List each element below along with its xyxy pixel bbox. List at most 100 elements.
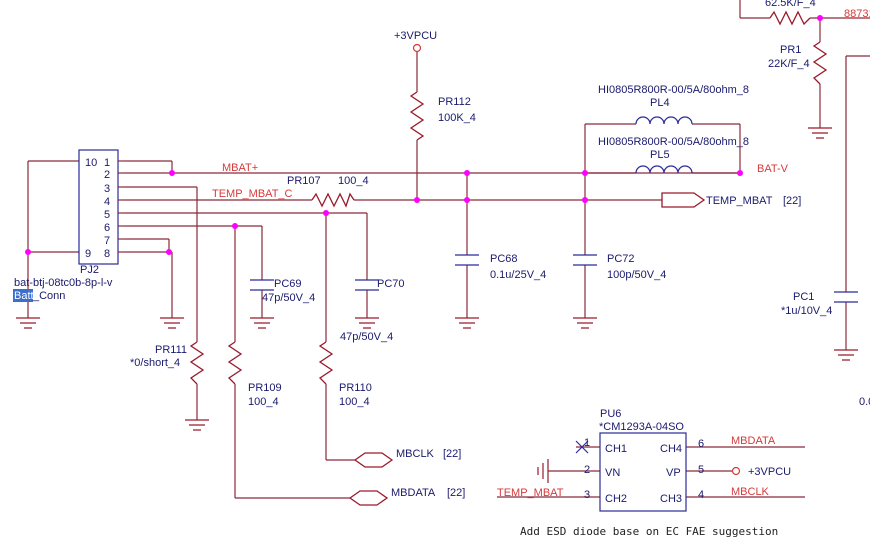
net-label-temp-mbat-c: TEMP_MBAT_C [212, 188, 293, 200]
pin-label-10: 10 [85, 157, 97, 169]
inductor-pl4[interactable] [635, 116, 693, 125]
port-temp-mbat[interactable] [661, 192, 706, 208]
pc72-value: 100p/50V_4 [607, 269, 666, 281]
ground-symbols [16, 127, 858, 483]
ground-symbol [160, 317, 184, 329]
pu6-pin-num-6: 6 [698, 438, 704, 450]
pu6-pin-name-vp: VP [666, 467, 681, 479]
ground-symbol [16, 317, 40, 329]
port-mbdata-label: MBDATA [391, 487, 436, 499]
ground-symbol [455, 317, 479, 329]
port-mbclk-label: MBCLK [396, 448, 435, 460]
resistor-pr107[interactable] [311, 192, 355, 208]
connector-value: _Conn [32, 290, 65, 302]
selection-highlight [13, 289, 33, 302]
pl4-ref: PL4 [650, 97, 670, 109]
pu6-pin-num-2: 2 [584, 464, 590, 476]
inductor-pl5[interactable] [635, 165, 693, 174]
ground-symbol [808, 127, 832, 139]
pc68-value: 0.1u/25V_4 [490, 269, 546, 281]
pc1-value: *1u/10V_4 [781, 305, 832, 317]
port-mbdata-ref: [22] [447, 487, 465, 499]
pin-label-6: 6 [104, 222, 110, 234]
pc68-ref: PC68 [490, 253, 518, 265]
esd-diode-pu6[interactable] [599, 432, 687, 512]
resistor-pr109[interactable] [227, 341, 243, 385]
resistor-pr112[interactable] [409, 91, 425, 141]
port-temp-mbat-ref: [22] [783, 195, 801, 207]
esd-note: Add ESD diode base on EC FAE suggestion [520, 525, 778, 538]
connector-pj2[interactable] [78, 149, 125, 265]
pc1-ref: PC1 [793, 291, 814, 303]
pr1-ref: PR1 [780, 44, 801, 56]
wires [27, 0, 870, 499]
pin-label-4: 4 [104, 196, 110, 208]
pin-label-5: 5 [104, 209, 110, 221]
port-mbclk-ref: [22] [443, 448, 461, 460]
pu6-pin-num-5: 5 [698, 464, 704, 476]
pr110-ref: PR110 [339, 382, 372, 394]
port-mbdata[interactable] [348, 490, 389, 506]
power-3vpcu-pu6 [731, 466, 741, 476]
pr1-value: 22K/F_4 [768, 58, 810, 70]
resistor-pr-top[interactable] [769, 10, 811, 26]
pc69-ref: PC69 [274, 278, 302, 290]
capacitor-pc70[interactable] [355, 279, 379, 291]
pr111-ref: PR111 [155, 344, 187, 356]
resistor-pr1[interactable] [812, 41, 828, 85]
ground-symbol [185, 419, 209, 431]
pc72-ref: PC72 [607, 253, 635, 265]
power-3vpcu-top [412, 43, 422, 53]
capacitor-pc68[interactable] [455, 254, 479, 266]
pu6-net-mbclk: MBCLK [731, 486, 770, 498]
ground-symbol [834, 349, 858, 361]
pr109-value: 100_4 [248, 396, 279, 408]
connector-ref: PJ2 [80, 264, 99, 276]
pr-top-value: 62.5K/F_4 [765, 0, 816, 9]
pr111-value: *0/short_4 [130, 357, 180, 369]
pu6-pin-num-4: 4 [698, 489, 704, 501]
pin-label-8: 8 [104, 248, 110, 260]
net-label-bat-v: BAT-V [757, 163, 789, 175]
pu6-pin-name-vn: VN [605, 467, 620, 479]
connector-value-highlighted: Batt [14, 290, 34, 302]
resistor-pr110[interactable] [318, 341, 334, 385]
pu6-net-mbdata: MBDATA [731, 435, 776, 447]
pr107-ref: PR107 [287, 175, 321, 187]
capacitor-pc69[interactable] [250, 279, 274, 291]
pin-label-9: 9 [85, 248, 91, 260]
pu6-pin-name-ch1: CH1 [605, 443, 627, 455]
resistor-pr111[interactable] [189, 341, 205, 385]
pin-label-7: 7 [104, 235, 110, 247]
ground-symbol [355, 317, 379, 329]
pr109-ref: PR109 [248, 382, 282, 394]
pr112-ref: PR112 [438, 96, 471, 108]
pu6-net-temp-mbat: TEMP_MBAT [497, 487, 564, 499]
net-label-top-right: 88731 [844, 8, 870, 20]
pu6-pin-num-1: 1 [584, 437, 590, 449]
pu6-pin-num-3: 3 [584, 489, 590, 501]
capacitor-pc1[interactable] [834, 291, 858, 303]
port-temp-mbat-label: TEMP_MBAT [706, 195, 773, 207]
pc70-ref: PC70 [377, 278, 405, 290]
pu6-part: *CM1293A-04SO [599, 421, 684, 433]
capacitor-pc72[interactable] [573, 254, 597, 266]
connector-part: bat-btj-08tc0b-8p-l-v [14, 277, 113, 289]
ground-symbol [250, 317, 274, 329]
junction-dots [25, 15, 823, 255]
pl5-ref: PL5 [650, 149, 670, 161]
pr112-value: 100K_4 [438, 112, 476, 124]
ground-symbol [537, 459, 549, 483]
pu6-pin-name-ch4: CH4 [660, 443, 682, 455]
pc69-value: 47p/50V_4 [262, 292, 315, 304]
pc70-value: 47p/50V_4 [340, 331, 393, 343]
pin-label-2: 2 [104, 169, 110, 181]
pu6-power-label: +3VPCU [748, 466, 791, 478]
pl4-part: HI0805R800R-00/5A/80ohm_8 [598, 84, 749, 96]
port-mbclk[interactable] [353, 452, 394, 468]
ground-symbol [573, 317, 597, 329]
pr107-value: 100_4 [338, 175, 369, 187]
pl5-part: HI0805R800R-00/5A/80ohm_8 [598, 136, 749, 148]
pu6-ref: PU6 [600, 408, 621, 420]
